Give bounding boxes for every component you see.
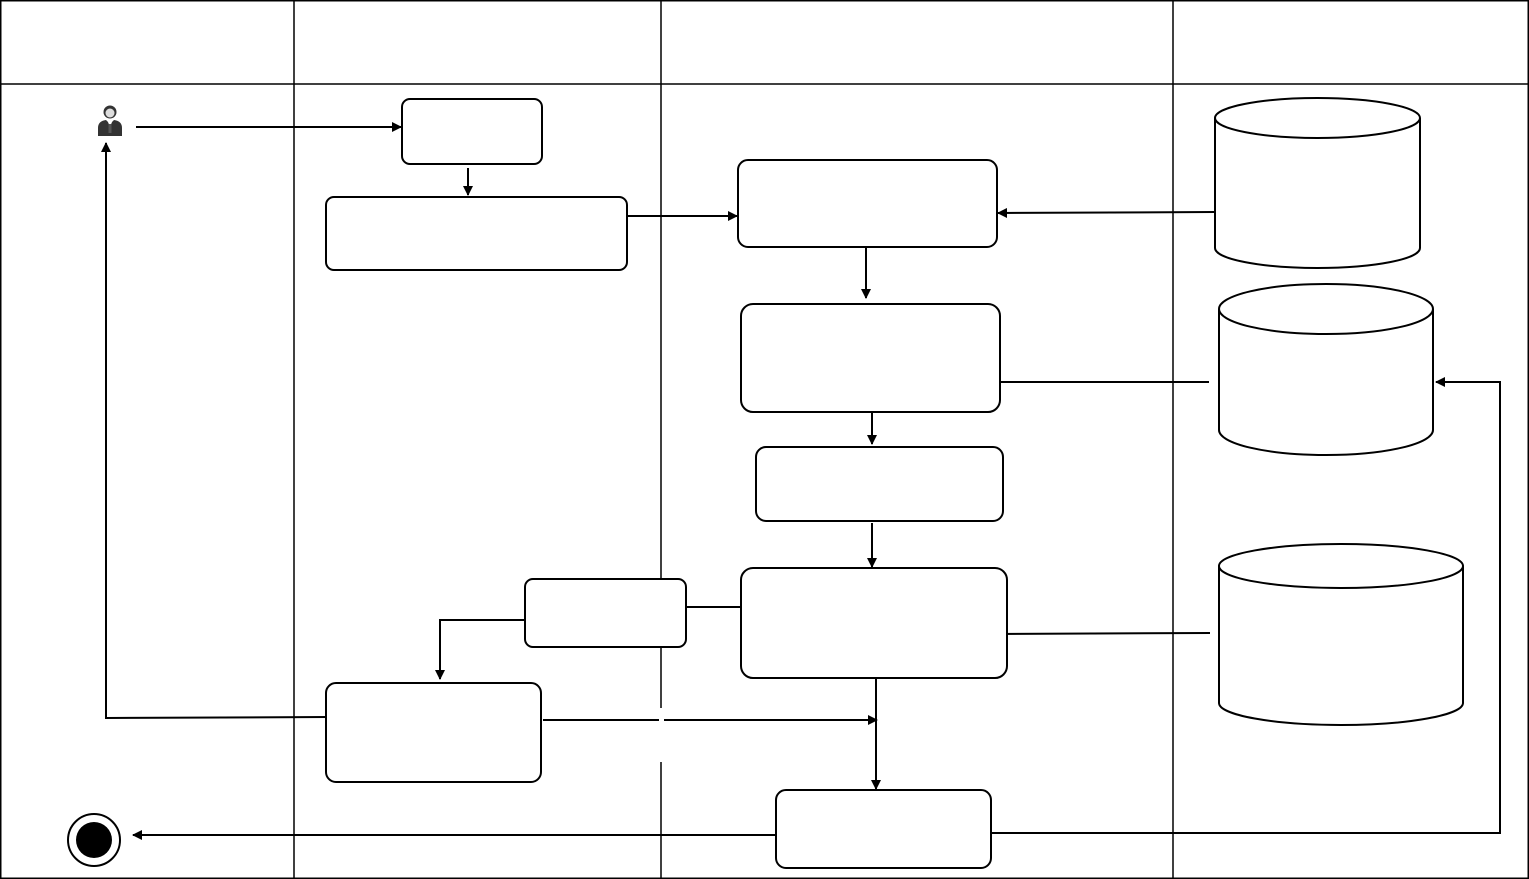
edge-action-8-to-actor xyxy=(101,142,330,720)
action-node-8 xyxy=(325,682,542,783)
action-node-2 xyxy=(325,196,628,271)
final-node xyxy=(67,813,121,867)
datastore-cylinder-2 xyxy=(1218,283,1434,456)
action-node-7 xyxy=(524,578,687,648)
connectors xyxy=(101,122,1501,840)
edge-action-7-to-action-8 xyxy=(435,619,524,680)
datastore-cylinder-3 xyxy=(1218,543,1464,726)
action-node-1 xyxy=(401,98,543,165)
edge-datastore-1-to-action-3 xyxy=(997,207,1216,218)
lane-divider-gap xyxy=(659,708,664,762)
action-node-6 xyxy=(740,567,1008,679)
final-node-dot xyxy=(76,822,112,858)
datastore-cylinder-1 xyxy=(1214,97,1421,269)
action-node-5 xyxy=(755,446,1004,522)
person-icon xyxy=(98,105,122,136)
action-node-9 xyxy=(775,789,992,869)
action-node-4 xyxy=(740,303,1001,413)
edge-action-9-to-datastore-2 xyxy=(992,377,1501,834)
action-node-3 xyxy=(737,159,998,248)
edge-datastore-3-to-action-6 xyxy=(992,628,1211,639)
start-actor xyxy=(98,105,122,136)
